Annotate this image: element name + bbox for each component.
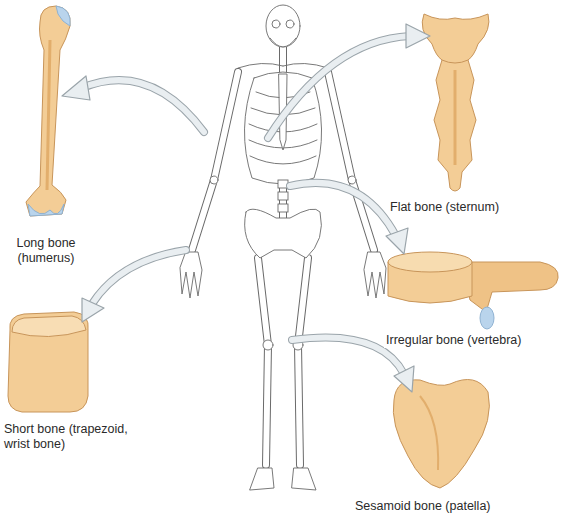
- trapezoid-top: [12, 316, 86, 337]
- arrow-outline: [82, 36, 410, 374]
- hand: [180, 252, 202, 298]
- arrow-head: [394, 366, 414, 392]
- rib: [250, 156, 316, 164]
- right-arm-core: [328, 72, 374, 250]
- arrow-to-vertebra: [290, 183, 396, 236]
- patella-bone: [393, 380, 489, 489]
- arrow-to-vertebra: [290, 183, 396, 236]
- bone-type-label: Sesamoid bone (patella): [353, 499, 493, 514]
- pointer-arrows: [62, 24, 430, 392]
- sternum-shading: [454, 70, 457, 165]
- vertebra-bone: [388, 252, 558, 329]
- vertebral-arch: [462, 262, 558, 312]
- arrow-fill: [82, 36, 410, 374]
- arrow-to-sternum: [268, 36, 410, 138]
- humerus-shading: [47, 40, 50, 190]
- right-leg: [298, 258, 308, 465]
- skeleton-limb-core: [192, 45, 374, 465]
- right-arm: [328, 72, 374, 250]
- bone-type-label: Irregular bone (vertebra): [384, 333, 523, 348]
- arrow-head: [62, 76, 90, 100]
- humerus-bone: [26, 6, 70, 216]
- cartilage-cap: [28, 204, 64, 216]
- sternum-bone: [422, 14, 489, 191]
- left-leg: [258, 258, 268, 465]
- vertebra-small: [278, 204, 288, 212]
- clavicle: [283, 63, 328, 68]
- vertebral-body-top: [388, 252, 472, 272]
- clavicle: [238, 63, 283, 68]
- hand: [364, 252, 386, 298]
- skull: [266, 5, 300, 47]
- foot: [292, 468, 316, 490]
- jaw: [270, 38, 296, 47]
- arrow-head: [386, 228, 408, 254]
- pelvis: [245, 209, 322, 258]
- skeleton-parts: [180, 5, 386, 490]
- left-arm-core: [192, 72, 238, 250]
- bone-type-label: Long bone (humerus): [4, 236, 88, 266]
- humerus-shape: [26, 6, 70, 216]
- sternal-angle: [442, 60, 468, 63]
- foot: [250, 468, 274, 490]
- arrow-head: [406, 24, 430, 48]
- cartilage-cap: [56, 6, 70, 26]
- articular-facet: [480, 307, 494, 329]
- right-leg-core: [298, 258, 308, 465]
- arrow-to-sternum: [268, 36, 410, 138]
- left-arm: [192, 72, 238, 250]
- eye-socket: [272, 20, 280, 28]
- knee: [263, 340, 273, 350]
- patella-shading: [420, 396, 438, 470]
- trapezoid-bone: [8, 312, 88, 412]
- elbow: [348, 176, 356, 184]
- patella-shape: [393, 380, 489, 489]
- skeleton-figure: [180, 5, 386, 490]
- arrow-heads: [62, 24, 430, 392]
- bone-type-label: Short bone (trapezoid, wrist bone): [2, 422, 156, 452]
- arrow-to-humerus: [82, 80, 204, 132]
- arrow-head: [82, 298, 104, 322]
- arrow-to-wrist-bone: [92, 250, 186, 304]
- bone-type-label: Flat bone (sternum): [388, 200, 501, 215]
- trapezoid-shape: [8, 312, 88, 412]
- arrow-to-humerus: [82, 80, 204, 132]
- vertebra-small: [278, 192, 288, 200]
- left-leg-core: [258, 258, 268, 465]
- skeleton-limb-outline: [192, 45, 374, 465]
- sternum-shape: [422, 14, 489, 191]
- arrow-to-wrist-bone: [92, 250, 186, 304]
- eye-socket: [286, 20, 294, 28]
- elbow: [210, 176, 218, 184]
